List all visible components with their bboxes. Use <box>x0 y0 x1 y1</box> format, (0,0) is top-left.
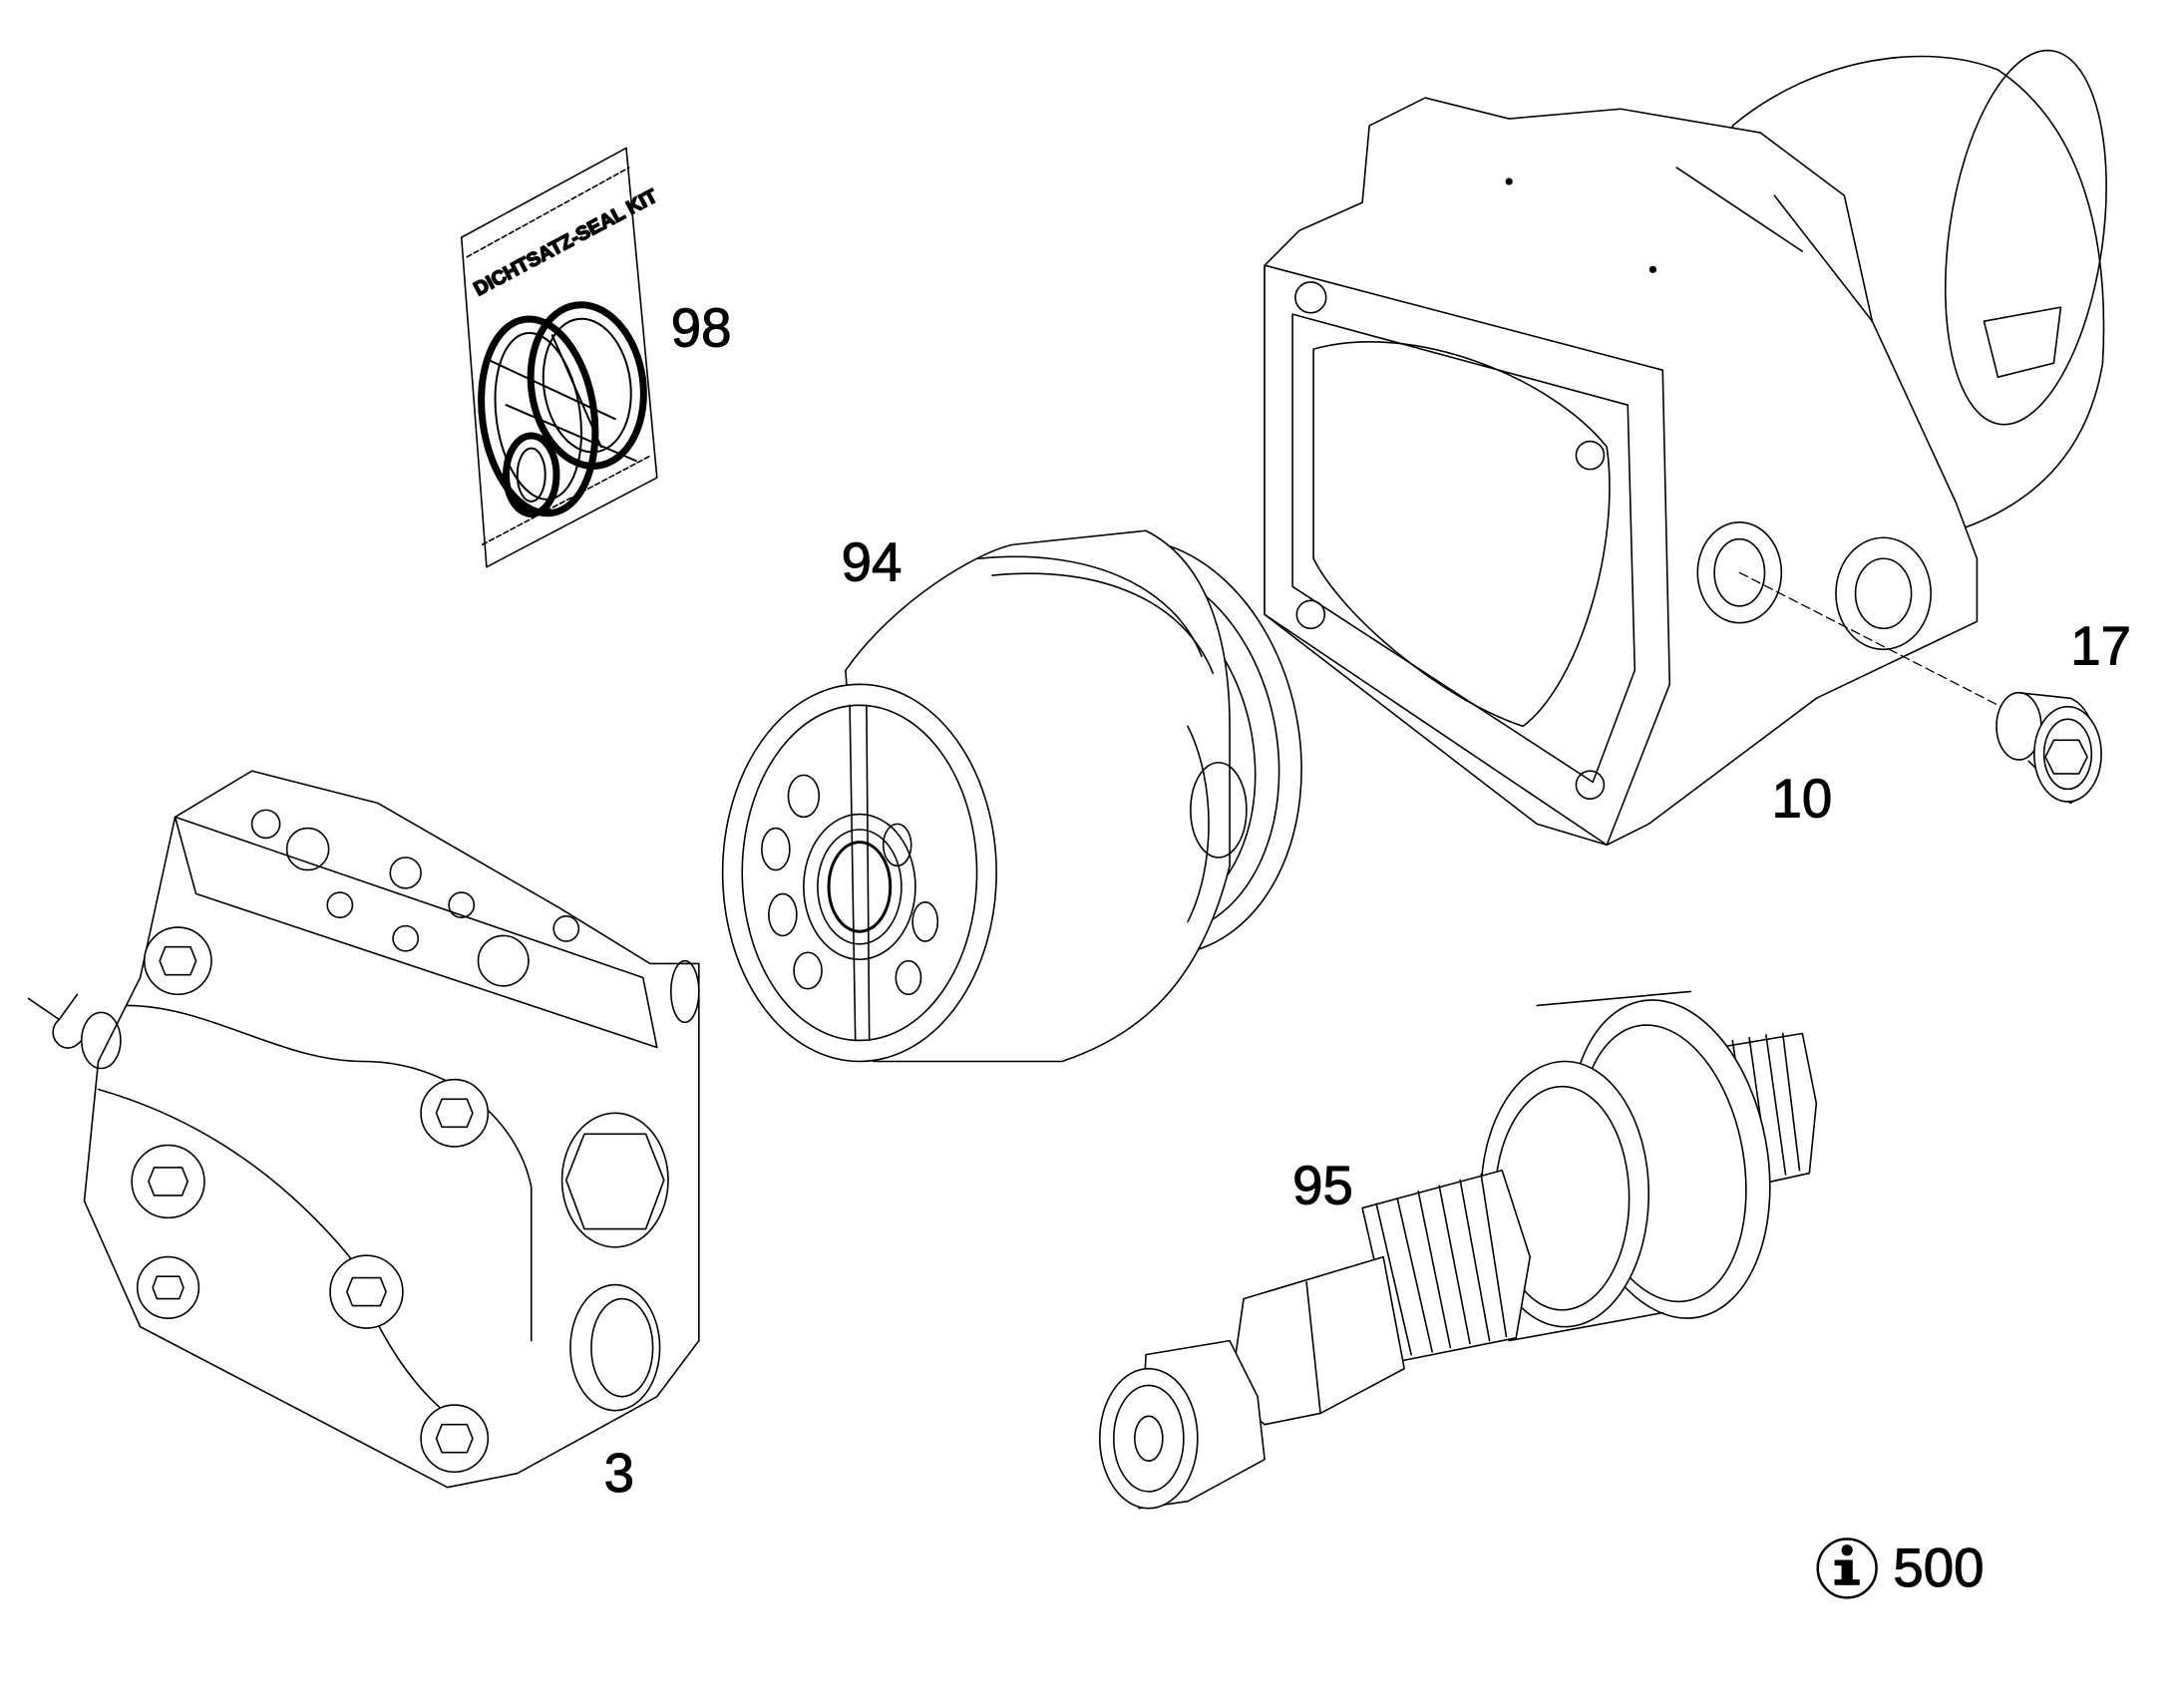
housing[interactable] <box>1265 40 2128 845</box>
bolt-heads <box>132 927 488 1472</box>
part-label-95: 95 <box>1292 1155 1353 1215</box>
seal-kit-bag[interactable]: DICHTSATZ-SEAL KIT <box>462 148 662 566</box>
drive-shaft[interactable] <box>1100 984 1817 1509</box>
part-label-94: 94 <box>842 532 903 593</box>
part-label-17: 17 <box>2070 616 2131 677</box>
plug[interactable] <box>1997 693 2101 804</box>
part-label-10: 10 <box>1772 768 1833 829</box>
part-label-3: 3 <box>604 1443 634 1504</box>
info-value: 500 <box>1893 1537 1984 1598</box>
leader-line-17 <box>1739 572 2011 712</box>
info-icon[interactable] <box>1818 1539 1877 1598</box>
end-cap[interactable] <box>29 771 699 1488</box>
rotary-group[interactable] <box>723 514 1334 1062</box>
part-label-98: 98 <box>671 297 732 358</box>
